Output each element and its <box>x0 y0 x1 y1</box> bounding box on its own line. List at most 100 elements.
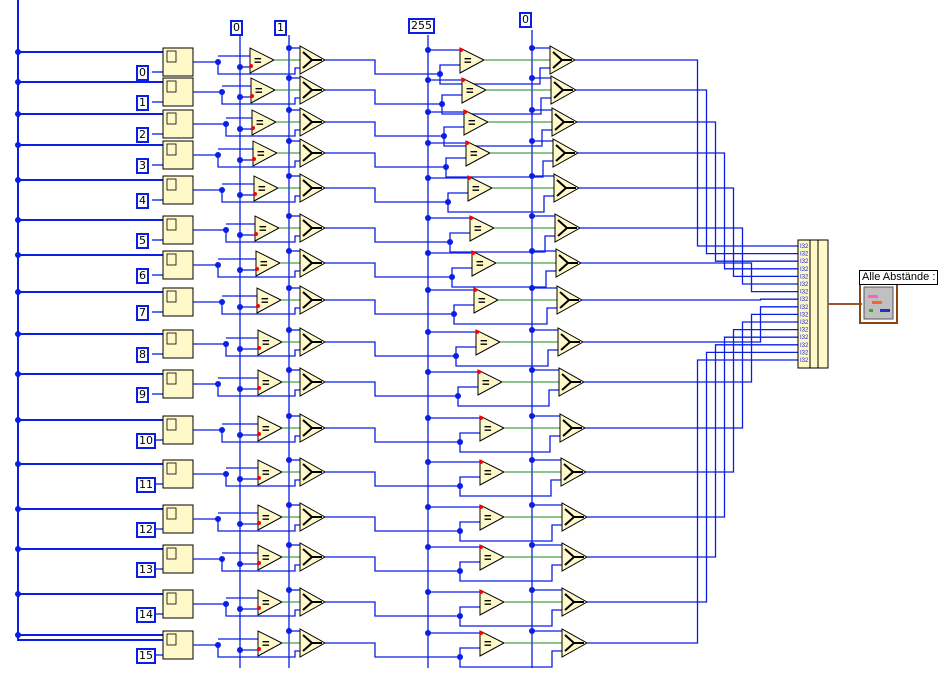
coercion-dot <box>467 176 471 180</box>
select-glyph <box>564 634 584 652</box>
equal-node <box>257 589 284 616</box>
output-wire <box>587 344 798 558</box>
output-wire <box>581 262 798 293</box>
equal-glyph: = <box>262 636 270 651</box>
coercion-dot <box>475 330 479 334</box>
equal-node-2 <box>479 415 506 442</box>
eq2-in-wire <box>449 232 470 242</box>
equal-node <box>257 504 284 531</box>
output-wire <box>577 121 798 262</box>
array-icon <box>166 633 177 646</box>
select-glyph <box>302 113 322 131</box>
equal-glyph: = <box>482 375 490 390</box>
false-wire-2 <box>441 97 551 115</box>
equal-node-2 <box>479 630 506 657</box>
coercion-dot <box>463 110 467 114</box>
equal-node-2 <box>463 109 490 136</box>
equal-node-2 <box>469 215 496 242</box>
index-constant: 9 <box>136 387 149 403</box>
select-glyph <box>302 373 322 391</box>
coercion-dot <box>253 192 257 196</box>
output-wire <box>576 89 798 255</box>
false-wire <box>221 190 300 203</box>
output-wire <box>587 359 798 644</box>
false-wire <box>221 92 300 105</box>
coercion-dot <box>257 561 261 565</box>
select-glyph <box>302 333 322 351</box>
equal-node-2 <box>479 589 506 616</box>
array-icon <box>166 50 177 63</box>
indicator-glyph <box>880 309 890 312</box>
indicator-glyph <box>869 309 873 312</box>
equal-node <box>257 630 284 657</box>
stage-wire <box>325 227 450 243</box>
index-constant: 15 <box>136 648 156 664</box>
coercion-dot <box>257 346 261 350</box>
stage-wire <box>325 556 460 572</box>
eq2-in-wire <box>459 647 480 657</box>
select-glyph <box>302 254 322 272</box>
i32-terminal: I32 <box>800 305 809 311</box>
equal-node <box>257 369 284 396</box>
index-constant: 5 <box>136 233 149 249</box>
false-wire-2 <box>453 307 557 325</box>
false-wire <box>217 645 300 658</box>
i32-terminal: I32 <box>800 328 809 334</box>
equal-node <box>252 140 279 167</box>
eq2-in-wire <box>443 126 464 136</box>
stage-wire <box>325 642 460 658</box>
stage-wire <box>325 59 440 75</box>
coercion-dot <box>257 647 261 651</box>
select-glyph <box>302 51 322 69</box>
coercion-dot <box>257 521 261 525</box>
array-icon <box>166 547 177 560</box>
i32-terminal: I32 <box>800 335 809 341</box>
equal-node <box>250 77 277 104</box>
coercion-dot <box>249 64 253 68</box>
false-wire <box>217 155 300 168</box>
coercion-dot <box>254 232 258 236</box>
i32-terminal: I32 <box>800 290 809 296</box>
stage-wire <box>325 341 456 357</box>
false-wire <box>225 344 300 357</box>
equal-glyph: = <box>484 465 492 480</box>
i32-terminal: I32 <box>800 244 809 250</box>
false-wire <box>225 230 300 243</box>
eq2-in-wire <box>459 521 480 531</box>
array-icon <box>166 418 177 431</box>
equal-glyph: = <box>484 595 492 610</box>
coercion-dot <box>465 141 469 145</box>
i32-terminal: I32 <box>800 343 809 349</box>
equal-glyph: = <box>484 636 492 651</box>
stage-wire <box>325 601 460 617</box>
select-glyph <box>302 634 322 652</box>
constant-255: 255 <box>408 18 435 34</box>
equal-node-2 <box>459 47 486 74</box>
select-glyph <box>302 463 322 481</box>
select-glyph <box>302 419 322 437</box>
equal-node <box>257 459 284 486</box>
coercion-dot <box>479 416 483 420</box>
false-wire <box>221 302 300 315</box>
equal-glyph: = <box>464 53 472 68</box>
select-glyph <box>302 144 322 162</box>
select-glyph <box>302 508 322 526</box>
equal-glyph: = <box>468 115 476 130</box>
equal-glyph: = <box>258 181 266 196</box>
equal-node-2 <box>471 250 498 277</box>
index-constant: 8 <box>136 347 149 363</box>
equal-glyph: = <box>256 115 264 130</box>
coercion-dot <box>471 251 475 255</box>
false-wire-2 <box>451 270 556 288</box>
equal-glyph: = <box>466 83 474 98</box>
coercion-dot <box>252 157 256 161</box>
output-wire <box>580 227 798 285</box>
array-icon <box>166 218 177 231</box>
i32-terminal: I32 <box>800 267 809 273</box>
false-wire-2 <box>447 195 554 213</box>
index-constant: 13 <box>136 562 156 578</box>
equal-node-2 <box>477 369 504 396</box>
select-glyph <box>562 419 582 437</box>
select-glyph <box>564 593 584 611</box>
false-wire <box>225 474 300 487</box>
